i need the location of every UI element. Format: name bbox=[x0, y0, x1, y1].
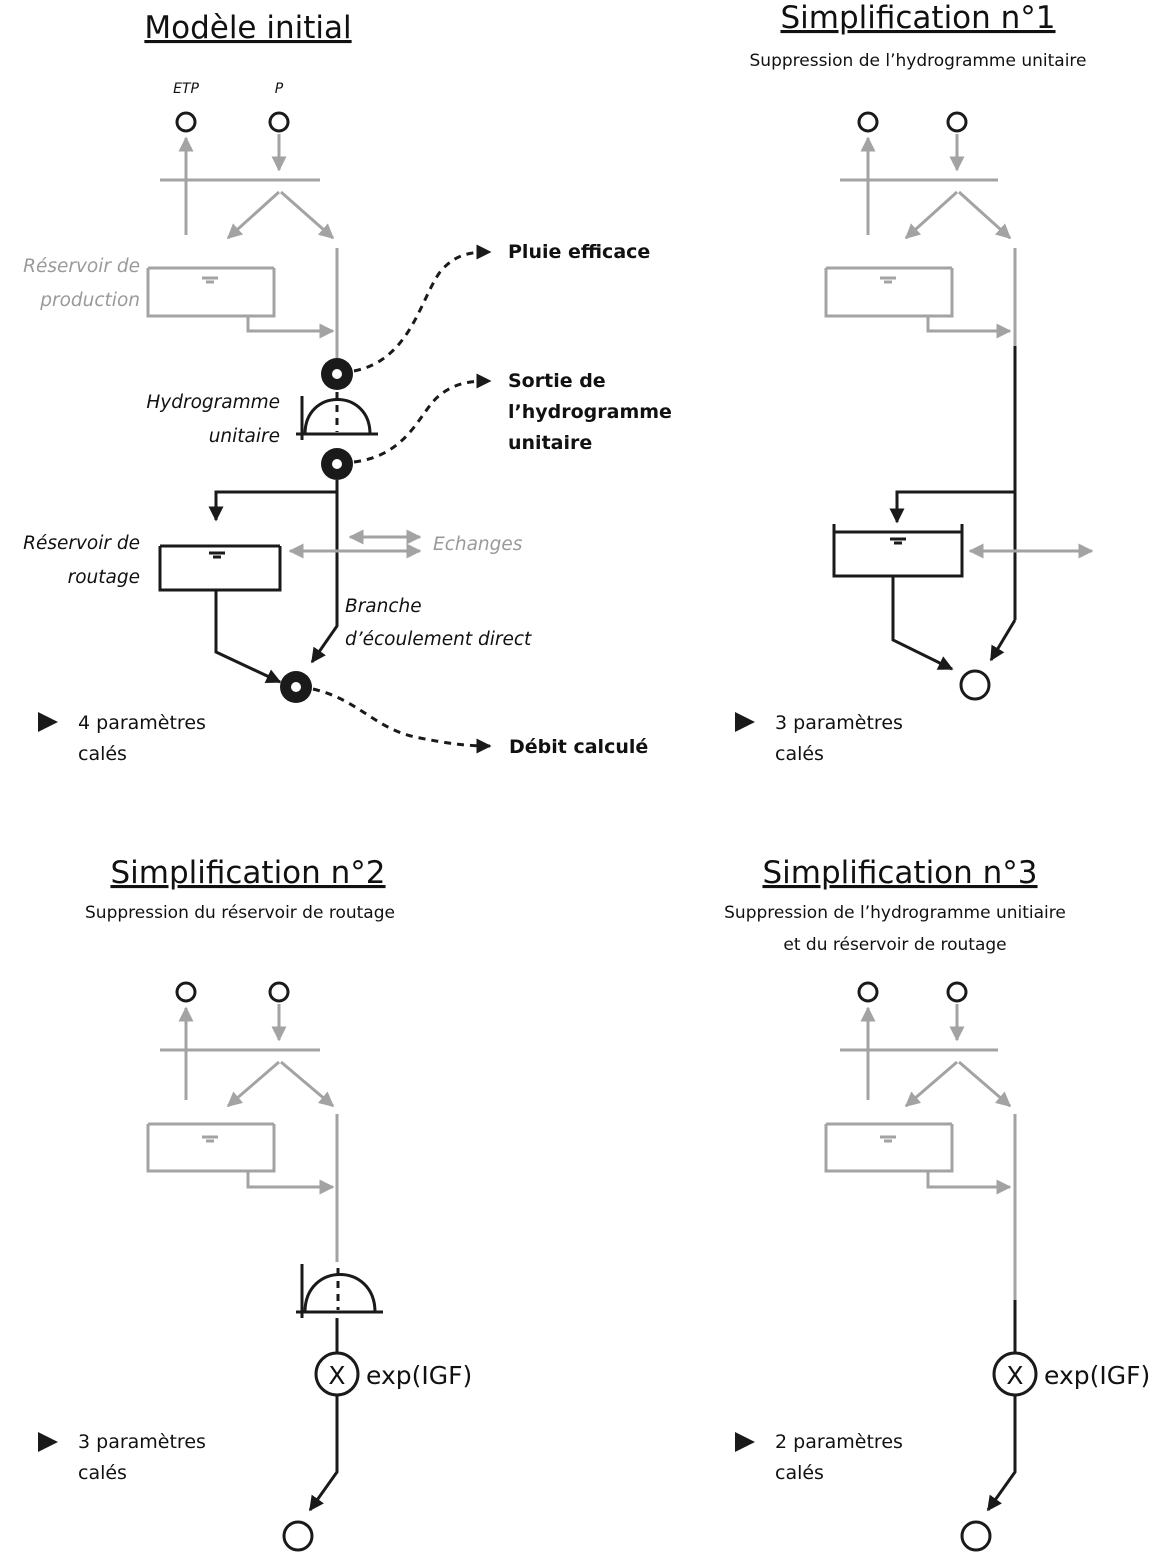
unit-hydrograph-label: Hydrogramme bbox=[146, 392, 280, 413]
multiplier-node bbox=[314, 1351, 360, 1397]
direct-flow-branch bbox=[310, 480, 339, 664]
etp-label: ETP bbox=[173, 81, 199, 97]
outlet-node bbox=[960, 1520, 992, 1552]
outlet-node bbox=[959, 669, 991, 701]
p-label: P bbox=[275, 81, 284, 97]
params-count-2: calés bbox=[775, 1462, 824, 1484]
panel-simplification-3: Simplification n°3 Suppression de l’hydr… bbox=[724, 855, 1150, 1552]
bullet-icon bbox=[735, 1432, 755, 1452]
panel-title: Simplification n°2 bbox=[110, 855, 385, 891]
production-store bbox=[824, 111, 1017, 346]
panel-simplification-1: Simplification n°1 Suppression de l’hydr… bbox=[735, 0, 1094, 765]
panel-simplification-2: Simplification n°2 Suppression du réserv… bbox=[38, 855, 472, 1552]
production-store bbox=[146, 981, 339, 1262]
routing-reservoir bbox=[158, 546, 282, 592]
panel-title: Simplification n°3 bbox=[762, 855, 1037, 891]
panel-subtitle: Suppression du réservoir de routage bbox=[85, 903, 395, 923]
computed-flow-link bbox=[312, 687, 492, 754]
unit-hydrograph-label-2: unitaire bbox=[209, 426, 280, 447]
routing-reservoir-label-2: routage bbox=[68, 567, 140, 588]
unit-hydrograph bbox=[296, 392, 378, 440]
routing-reservoir-label: Réservoir de bbox=[23, 533, 140, 554]
params-count: 3 paramètres bbox=[775, 712, 903, 734]
uh-output-label-3: unitaire bbox=[508, 432, 592, 454]
params-count: 2 paramètres bbox=[775, 1431, 903, 1453]
bullet-icon bbox=[38, 712, 58, 732]
computed-flow-label: Débit calculé bbox=[509, 736, 648, 758]
routing-branch bbox=[832, 346, 1094, 701]
exchanges bbox=[288, 529, 422, 559]
panel-title: Modèle initial bbox=[144, 10, 351, 46]
p-node bbox=[268, 111, 290, 133]
routing-reservoir bbox=[832, 524, 964, 578]
outlet-node bbox=[282, 1520, 314, 1552]
panel-initial: Modèle initial ETP P Réservoir de produc… bbox=[23, 10, 672, 765]
effective-rain-link bbox=[353, 244, 492, 373]
multiplier-symbol: X bbox=[328, 1361, 345, 1390]
multiplier-label: exp(IGF) bbox=[1044, 1361, 1150, 1390]
panel-subtitle-2: et du réservoir de routage bbox=[783, 935, 1006, 955]
production-reservoir-label: Réservoir de bbox=[23, 256, 140, 277]
production-store bbox=[824, 981, 1017, 1300]
panel-subtitle: Suppression de l’hydrogramme unitaire bbox=[750, 51, 1087, 71]
params-count-2: calés bbox=[78, 743, 127, 765]
params-count-2: calés bbox=[775, 743, 824, 765]
multiplier-label: exp(IGF) bbox=[366, 1361, 472, 1390]
bullet-icon bbox=[38, 1432, 58, 1452]
effective-rain-label: Pluie efficace bbox=[508, 241, 650, 263]
production-reservoir bbox=[146, 268, 276, 318]
direct-branch-label-2: d’écoulement direct bbox=[345, 629, 532, 650]
params-count: 4 paramètres bbox=[78, 712, 206, 734]
params-count: 3 paramètres bbox=[78, 1431, 206, 1453]
uh-output-link bbox=[353, 373, 492, 464]
multiplier-symbol: X bbox=[1006, 1361, 1023, 1390]
unit-hydrograph bbox=[296, 1264, 383, 1318]
etp-node bbox=[175, 111, 197, 133]
routing-branch bbox=[158, 480, 339, 684]
uh-output-label-2: l’hydrogramme bbox=[508, 401, 672, 423]
panel-title: Simplification n°1 bbox=[780, 0, 1055, 36]
params-count-2: calés bbox=[78, 1462, 127, 1484]
exchanges-label: Echanges bbox=[433, 534, 523, 555]
direct-branch-label: Branche bbox=[345, 596, 422, 617]
production-reservoir-label-2: production bbox=[39, 290, 140, 311]
bullet-icon bbox=[735, 712, 755, 732]
uh-output-label: Sortie de bbox=[508, 370, 606, 392]
multiplier-node bbox=[992, 1351, 1038, 1397]
production-store bbox=[146, 111, 339, 362]
panel-subtitle: Suppression de l’hydrogramme unitiaire bbox=[724, 903, 1066, 923]
